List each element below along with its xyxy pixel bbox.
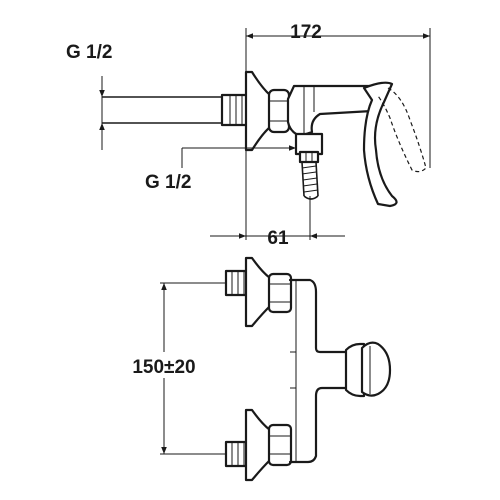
front-lever (360, 341, 392, 397)
inlet-pipe (102, 96, 226, 124)
dim-thread-outlet: G 1/2 (145, 172, 191, 193)
dim-overall-depth: 172 (290, 22, 322, 43)
front-mixer-body (288, 278, 350, 464)
front-view-dimensions (160, 282, 226, 455)
wall-flange (244, 70, 272, 152)
side-view-dimensions (99, 28, 431, 240)
dim-inlet-spacing: 150±20 (132, 357, 195, 378)
hex-nut (267, 88, 291, 134)
front-cartridge (344, 342, 366, 398)
handle-alt-position (377, 87, 427, 173)
front-view (224, 256, 392, 482)
outlet-connector (294, 132, 324, 164)
side-view (102, 70, 427, 208)
lever-handle (362, 81, 398, 208)
front-top-inlet (224, 256, 293, 328)
outlet-hose (301, 161, 319, 200)
front-bottom-inlet (224, 408, 293, 482)
dim-thread-inlet: G 1/2 (66, 42, 112, 63)
inlet-connector (220, 93, 250, 127)
dim-outlet-offset: 61 (267, 228, 289, 249)
